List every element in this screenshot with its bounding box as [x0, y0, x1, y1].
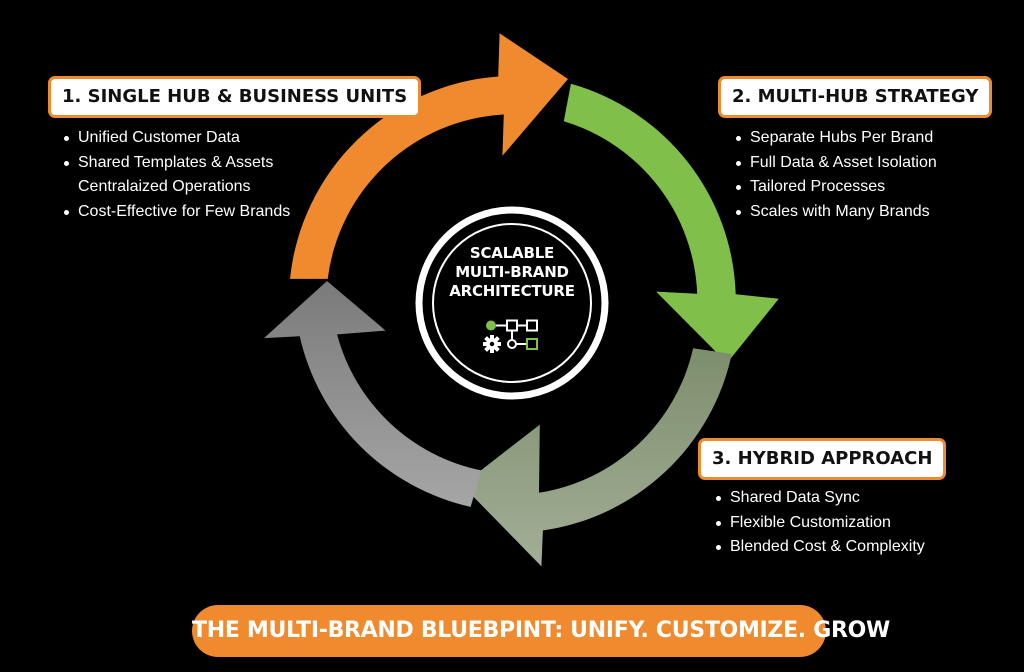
list-item: Centralaized Operations: [78, 178, 251, 196]
list-item: Blended Cost & Complexity: [714, 535, 925, 560]
bottom-banner: THE MULTI-BRAND BLUEBPINT: UNIFY. CUSTOM…: [192, 605, 890, 657]
list-item: Full Data & Asset Isolation: [734, 151, 937, 176]
center-title-line-2: MULTI-BRAND: [455, 263, 569, 281]
section-3-title: 3. HYBRID APPROACH: [698, 438, 947, 480]
list-item: Cost-Effective for Few Brands: [62, 200, 290, 225]
list-item: Shared Data Sync: [714, 486, 925, 511]
list-item: Flexible Customization: [714, 511, 925, 536]
section-1-list: Unified Customer Data Shared Templates &…: [62, 126, 290, 225]
center-title-line-1: SCALABLE: [469, 244, 555, 262]
section-2-title: 2. MULTI-HUB STRATEGY: [718, 76, 993, 118]
gear-and-flow-nodes-icon: [483, 319, 538, 353]
green-cycle-arrow: [563, 83, 779, 364]
gray-cycle-arrow: [264, 281, 482, 507]
center-badge-outer-ring: [415, 206, 609, 400]
list-item: Scales with Many Brands: [734, 200, 937, 225]
orange-cycle-arrow: [290, 33, 568, 279]
section-2-list: Separate Hubs Per Brand Full Data & Asse…: [734, 126, 937, 225]
center-title: SCALABLE MULTI-BRAND ARCHITECTURE: [432, 244, 592, 301]
section-1-title: 1. SINGLE HUB & BUSINESS UNITS: [48, 76, 422, 118]
center-badge-inner-ring: [432, 223, 592, 383]
sage-cycle-arrow: [462, 348, 732, 567]
center-title-line-3: ARCHITECTURE: [449, 282, 575, 300]
list-item: Shared Templates & Assets: [62, 151, 290, 176]
list-item: Tailored Processes: [734, 175, 937, 200]
section-3-list: Shared Data Sync Flexible Customization …: [714, 486, 925, 560]
list-item: Separate Hubs Per Brand: [734, 126, 937, 151]
list-item: Unified Customer Data: [62, 126, 290, 151]
